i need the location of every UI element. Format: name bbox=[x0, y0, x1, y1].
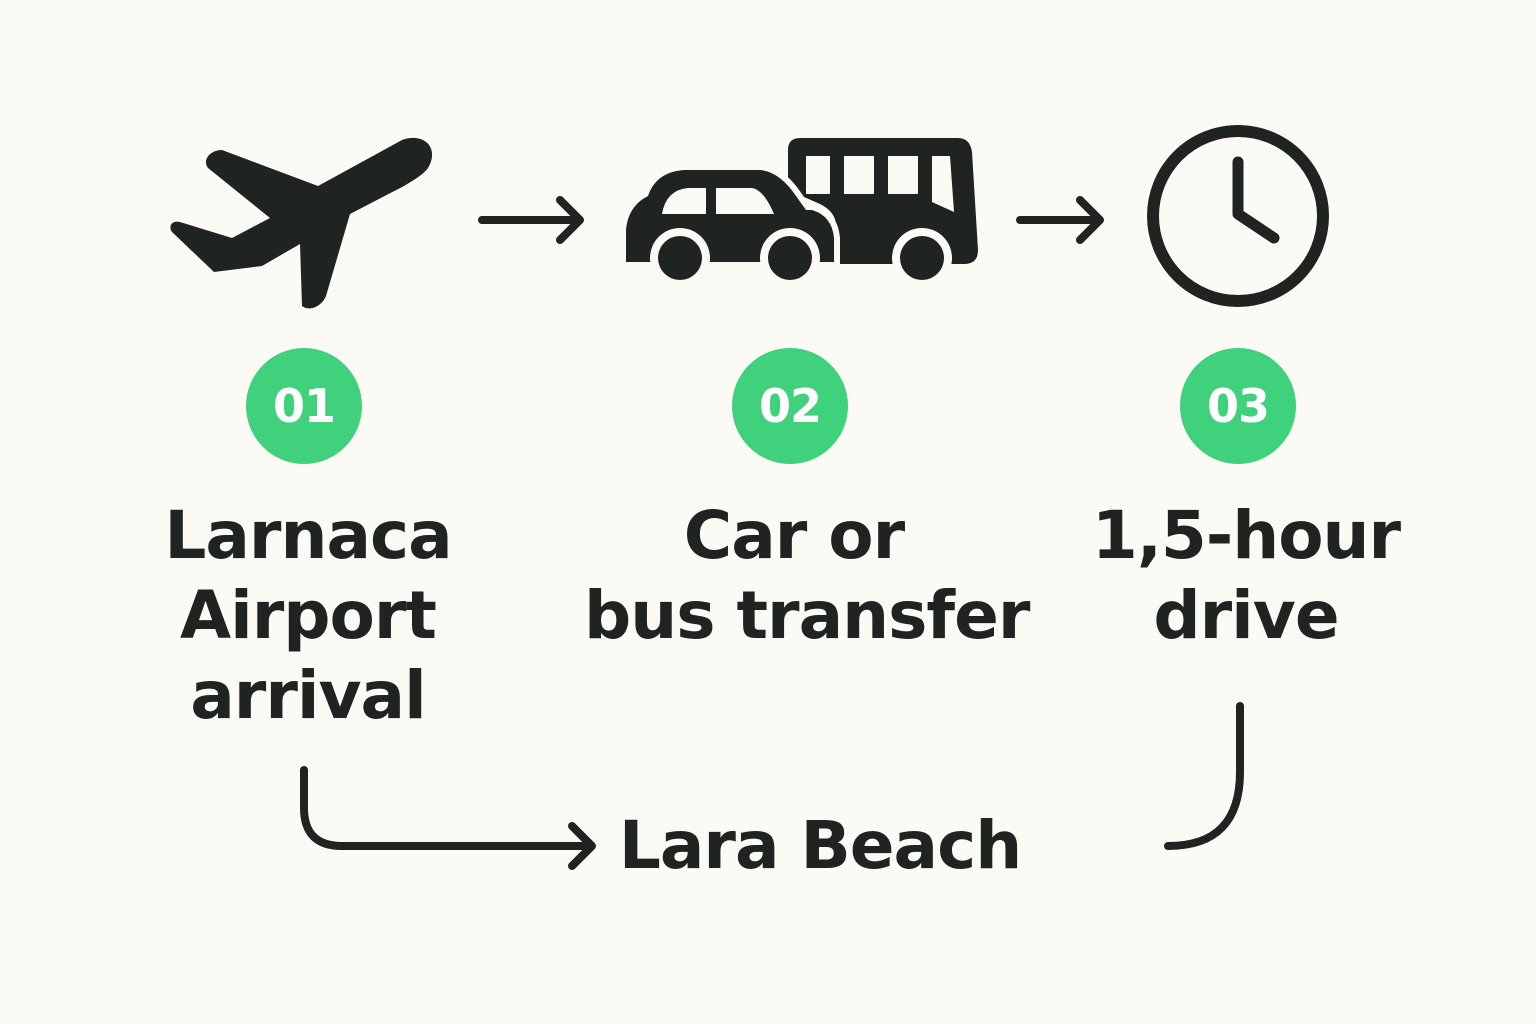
step-label-line: arrival bbox=[190, 657, 426, 734]
step-number-badge: 02 bbox=[732, 348, 848, 464]
clock-icon bbox=[1147, 125, 1329, 307]
arrow-right-icon bbox=[478, 196, 584, 244]
connector-to-destination bbox=[300, 766, 596, 870]
step-label-line: 1,5-hour bbox=[1091, 497, 1401, 574]
step-label: Larnaca Airport arrival bbox=[98, 496, 518, 736]
car-and-bus-icon bbox=[620, 138, 978, 288]
step-label-line: Airport bbox=[180, 577, 437, 654]
step-label-line: drive bbox=[1153, 577, 1339, 654]
step-number-badge: 01 bbox=[246, 348, 362, 464]
destination-label: Lara Beach bbox=[618, 807, 1022, 884]
arrow-right-icon bbox=[1016, 196, 1104, 244]
connector-from-drive bbox=[1164, 702, 1244, 850]
step-label-line: bus transfer bbox=[584, 577, 1030, 654]
step-label: 1,5-hour drive bbox=[1036, 496, 1456, 656]
step-label-line: Car or bbox=[683, 497, 905, 574]
step-label-line: Larnaca bbox=[164, 497, 452, 574]
step-number-badge: 03 bbox=[1180, 348, 1296, 464]
airplane-icon bbox=[170, 137, 433, 309]
step-label: Car or bus transfer bbox=[584, 496, 1030, 656]
